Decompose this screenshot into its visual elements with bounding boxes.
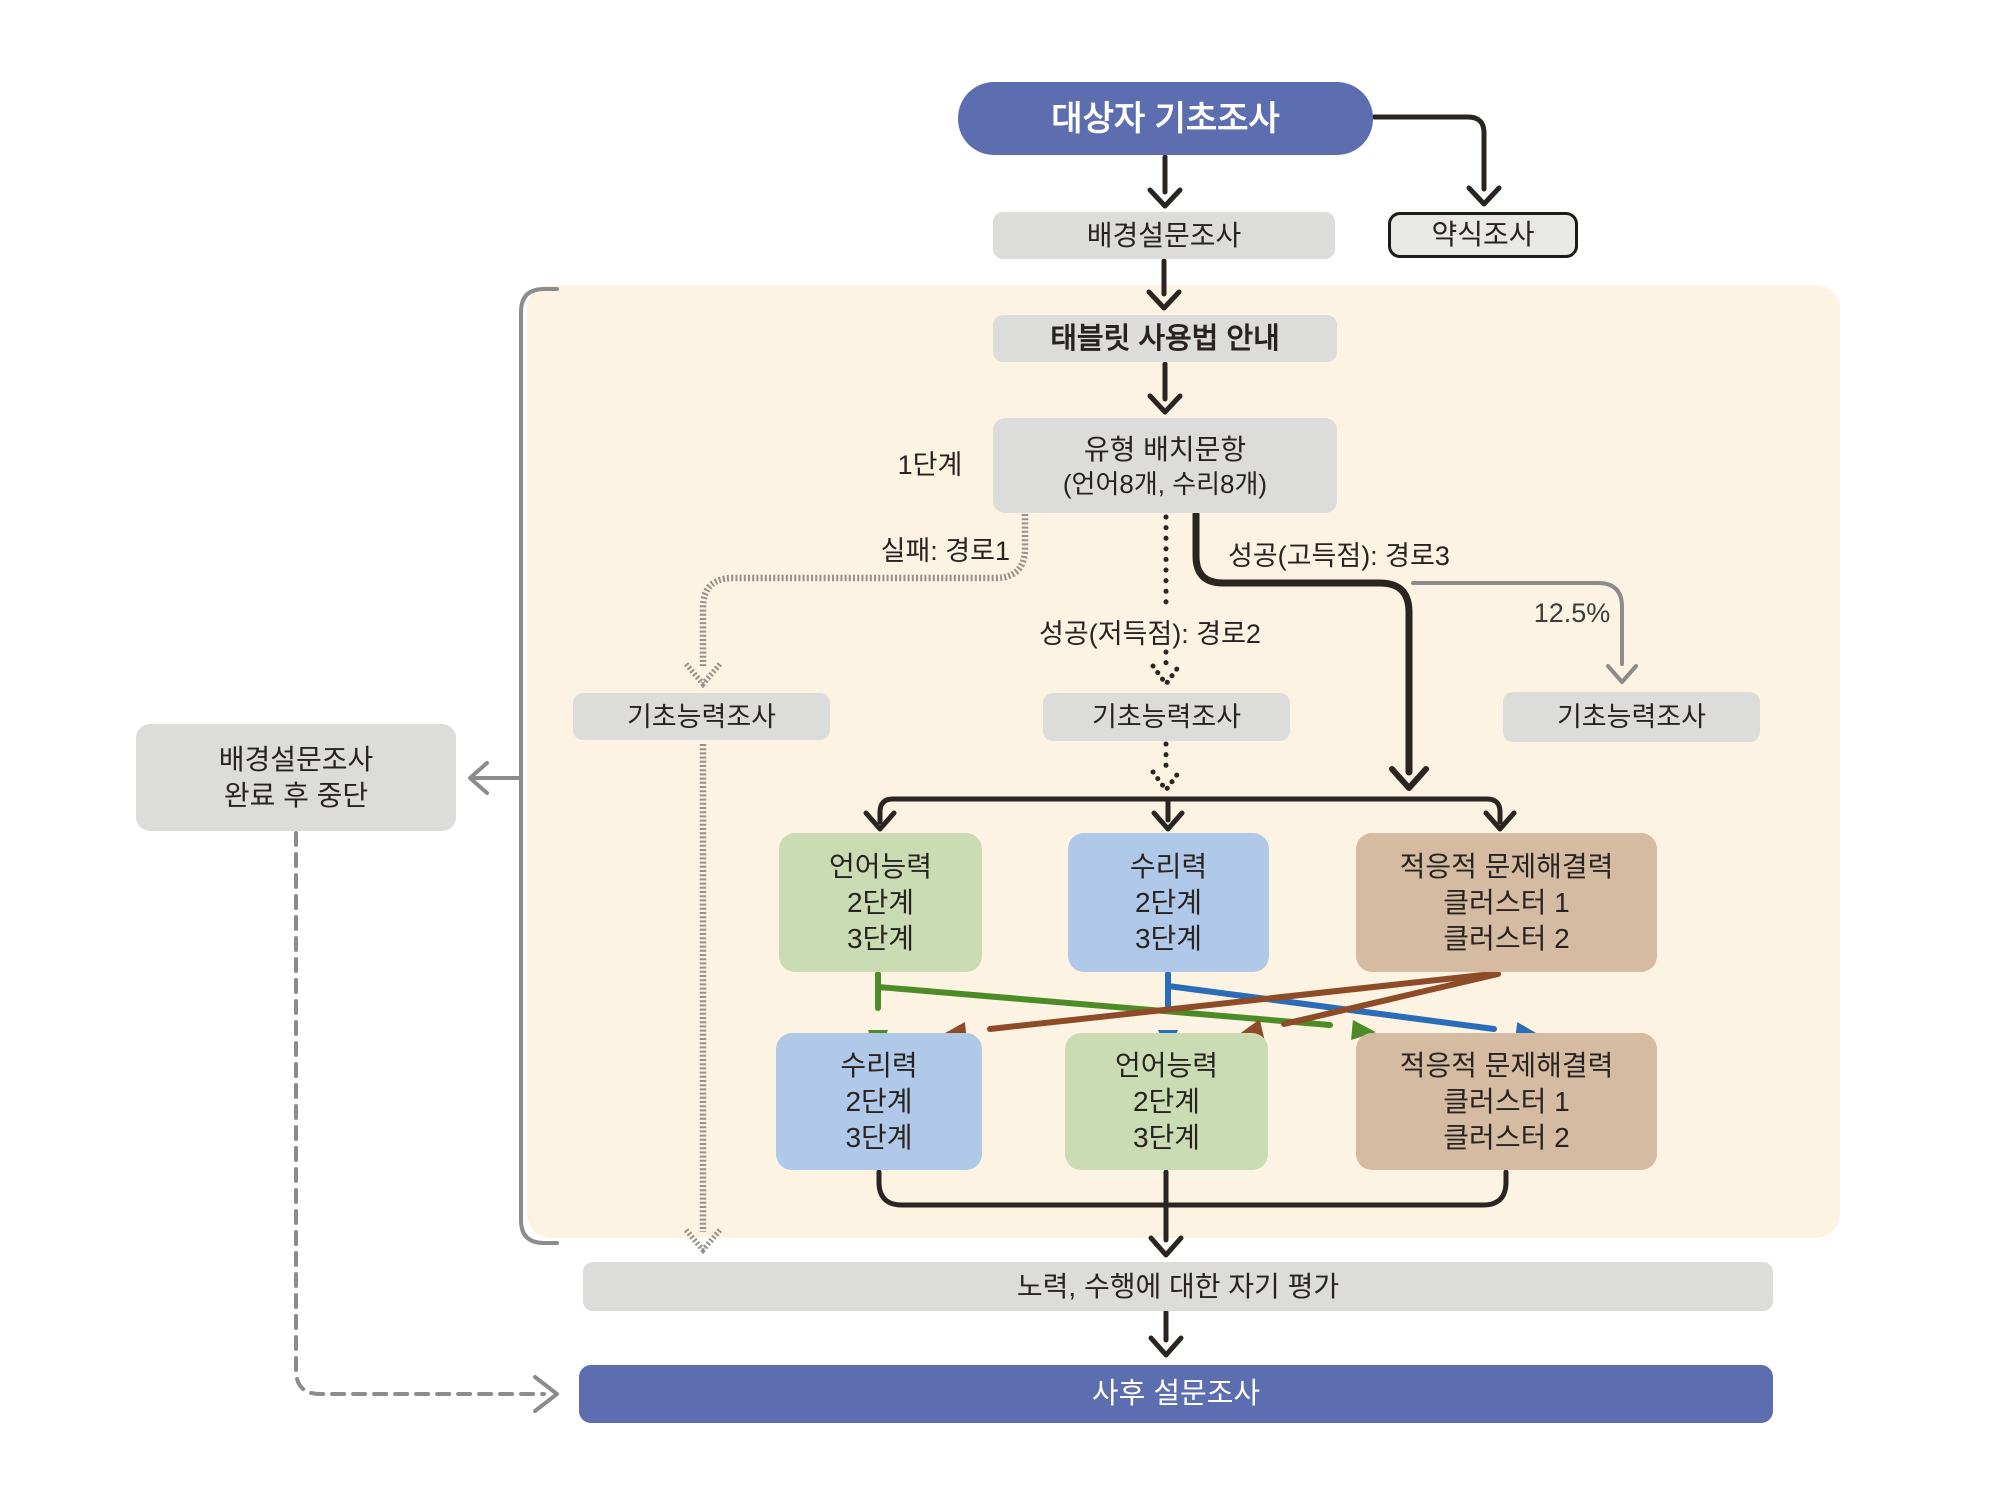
node-background-survey-label: 배경설문조사: [1086, 219, 1242, 251]
label-percent-12-5: 12.5%: [1533, 598, 1611, 628]
dropout-bracket: [468, 287, 559, 1245]
arrow-subject-to-brief: [1371, 114, 1502, 207]
arrow-selfeval-to-postsurvey: [1148, 1309, 1184, 1358]
node-tablet-guide-label: 태블릿 사용법 안내: [1050, 322, 1280, 355]
node-brief-survey-label: 약식조사: [1431, 219, 1535, 250]
path1-fail-hatched-line: [683, 514, 1029, 1255]
label-fail-path1: 실패: 경로1: [880, 536, 1010, 566]
node-brief-survey: 약식조사: [1388, 212, 1578, 258]
arrow-background-to-tablet: [1146, 258, 1182, 311]
path3-success-high-line: [1192, 510, 1429, 791]
label-success-low-path2: 성공(저득점): 경로2: [1039, 619, 1261, 649]
branch-12-5-percent-line: [1411, 581, 1638, 684]
node-placement-items: 유형 배치문항 (언어8개, 수리8개): [993, 418, 1337, 513]
connector-row1-distribution: [863, 796, 1517, 832]
node-self-evaluation: 노력, 수행에 대한 자기 평가: [583, 1262, 1773, 1311]
node-basic-ability-left: 기초능력조사: [573, 693, 830, 740]
node-subject-basic-survey: 대상자 기초조사: [958, 82, 1373, 155]
arrow-tablet-to-placement: [1147, 361, 1183, 415]
node-post-survey: 사후 설문조사: [579, 1365, 1773, 1423]
dashed-exit-to-postsurvey: [294, 831, 559, 1413]
label-stage1: 1단계: [897, 450, 963, 480]
connector-row2-join: [876, 1169, 1509, 1258]
node-placement-title: 유형 배치문항: [1083, 433, 1247, 465]
label-success-high-path3: 성공(고득점): 경로3: [1228, 541, 1450, 571]
node-tablet-guide: 태블릿 사용법 안내: [993, 315, 1337, 362]
node-basic-ability-middle: 기초능력조사: [1043, 693, 1290, 741]
node-background-survey: 배경설문조사: [993, 212, 1335, 259]
node-placement-subtitle: (언어8개, 수리8개): [1062, 468, 1268, 499]
node-subject-basic-survey-label: 대상자 기초조사: [1051, 99, 1280, 138]
path2-success-low-dotted-line: [1150, 514, 1182, 795]
arrow-subject-to-background: [1147, 154, 1183, 209]
node-basic-ability-right: 기초능력조사: [1503, 692, 1760, 742]
